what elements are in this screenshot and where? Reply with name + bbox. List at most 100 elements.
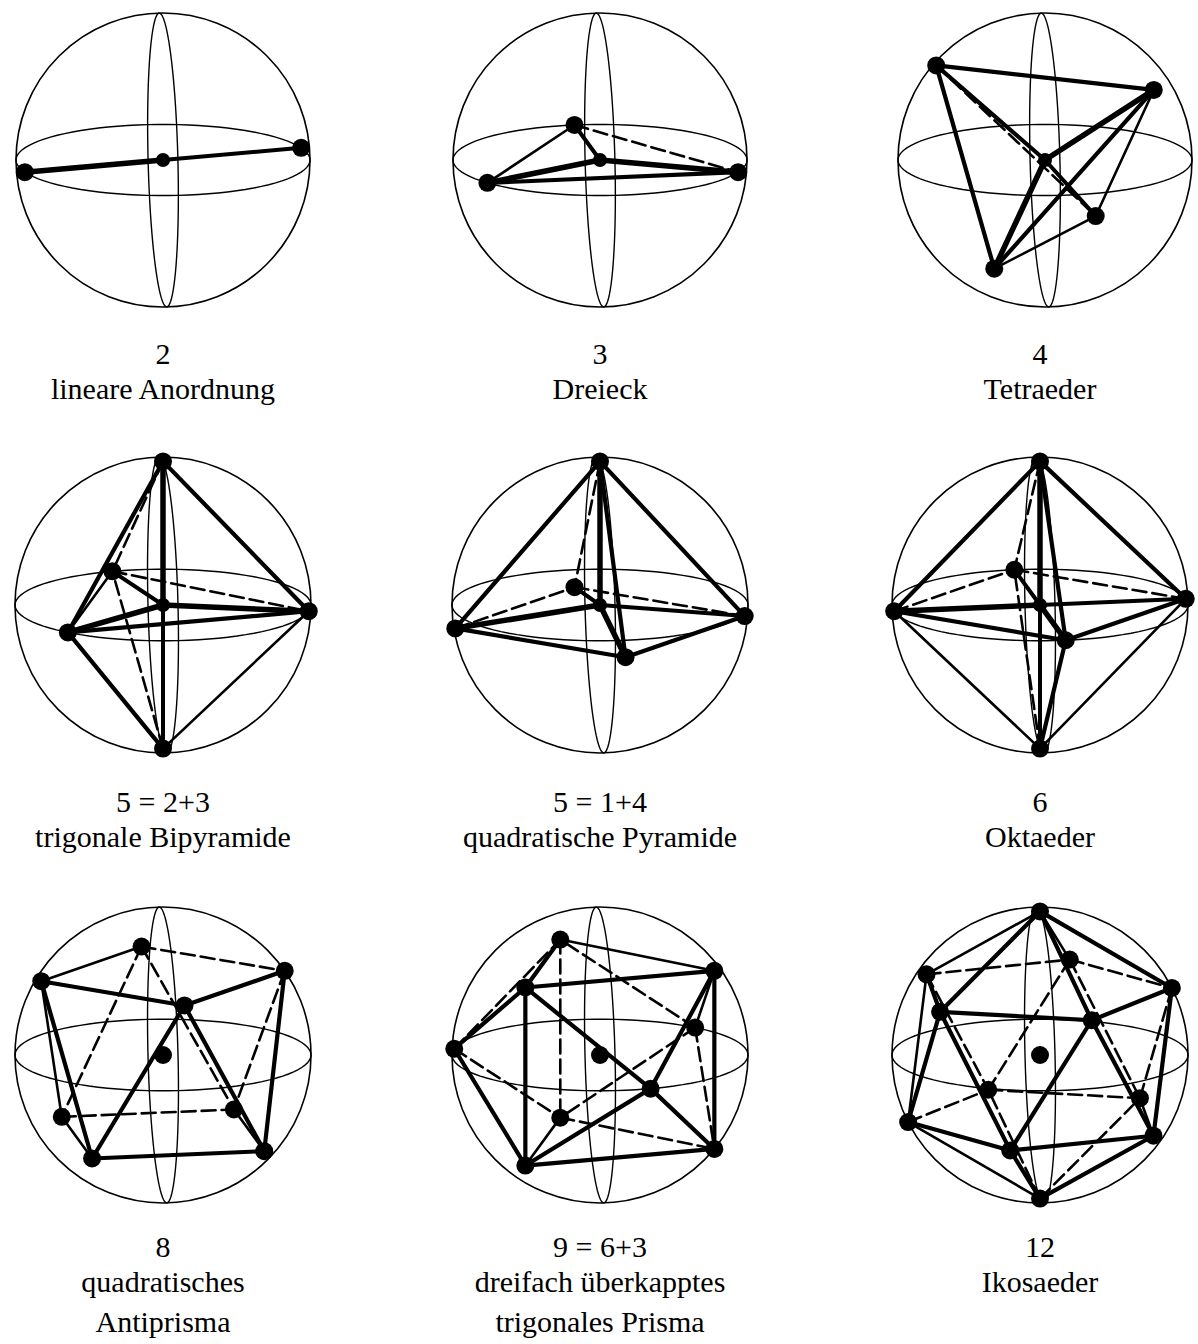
center-bond <box>994 160 1045 269</box>
polyhedron-edge <box>142 947 234 1110</box>
polyhedron-edge <box>1040 911 1092 1020</box>
polyhedron-edge <box>41 981 92 1158</box>
polyhedron-edge <box>163 461 309 611</box>
polyhedron-edge <box>1014 461 1040 569</box>
ligand-dot <box>516 978 534 996</box>
polyhedron-edge <box>455 461 600 628</box>
ligand-dot <box>927 56 945 74</box>
coordination-number: 5 = 2+3 <box>0 782 333 822</box>
ligand-dot <box>1031 902 1049 920</box>
central-atom <box>156 598 170 612</box>
polyhedron-edge <box>1092 988 1172 1020</box>
polyhedron-edge <box>988 960 1070 1090</box>
polyhedron-figure <box>453 13 747 307</box>
polyhedron-edge <box>112 571 308 611</box>
polyhedron-edge <box>1092 1020 1154 1135</box>
polyhedron-edge <box>574 125 738 172</box>
center-bond <box>894 605 1040 611</box>
polyhedron-edge <box>1040 1098 1140 1198</box>
ligand-dot <box>1031 452 1049 470</box>
ligand-dot <box>175 996 193 1014</box>
center-bond <box>936 65 1045 160</box>
polyhedron-figure <box>892 902 1188 1207</box>
polyhedron-figure <box>445 907 748 1203</box>
polyhedron-edge <box>908 1090 988 1122</box>
ligand-dot <box>83 1149 101 1167</box>
polyhedron-figure <box>898 13 1192 307</box>
polyhedron-edge <box>112 571 163 748</box>
polyhedron-edge <box>1014 570 1040 749</box>
polyhedron-figure <box>16 13 310 307</box>
polyhedron-edge <box>487 172 738 183</box>
polyhedron-edge <box>525 987 650 1088</box>
polyhedron-edge <box>908 974 926 1122</box>
center-bond <box>1038 605 1042 749</box>
polyhedron-edge <box>574 461 600 587</box>
sphere-outline <box>15 907 311 1203</box>
ligand-dot <box>446 619 464 637</box>
ligand-dot <box>931 1003 949 1021</box>
central-atom <box>593 153 607 167</box>
sphere-outline <box>892 907 1188 1203</box>
polyhedron-edge <box>600 461 745 616</box>
geometry-name: quadratisches Antiprisma <box>43 1262 283 1342</box>
ligand-dot <box>591 452 609 470</box>
ligand-dot <box>1163 979 1181 997</box>
polyhedron-edge <box>523 987 527 1165</box>
ligand-dot <box>551 1109 569 1127</box>
polyhedron-edge <box>651 1089 715 1149</box>
polyhedron-edge <box>62 1109 234 1116</box>
polyhedron-edge <box>454 1049 525 1166</box>
central-atom <box>156 153 170 167</box>
ligand-dot <box>255 1142 273 1160</box>
ligand-dot <box>516 1157 534 1175</box>
polyhedron-edge <box>1070 960 1172 988</box>
ligand-dot <box>225 1100 243 1118</box>
polyhedron-edge <box>908 1122 1010 1150</box>
ligand-dot <box>300 602 318 620</box>
meridian-ellipse <box>1025 907 1056 1203</box>
coordination-number: 4 <box>890 334 1190 374</box>
ligand-dot <box>292 139 310 157</box>
ligand-dot <box>979 1081 997 1099</box>
ligand-dot <box>736 607 754 625</box>
polyhedron-edge <box>41 981 184 1005</box>
ligand-dot <box>1005 561 1023 579</box>
sphere-outline <box>452 907 748 1203</box>
polyhedron-edge <box>454 940 560 1049</box>
polyhedron-edge <box>184 971 284 1006</box>
ligand-dot <box>918 965 936 983</box>
ligand-dot <box>1145 81 1163 99</box>
coordination-number: 9 = 6+3 <box>430 1227 770 1267</box>
ligand-dot <box>1057 631 1075 649</box>
center-bond <box>163 148 301 160</box>
polyhedron-edge <box>68 632 163 748</box>
coordination-number: 5 = 1+4 <box>410 782 790 822</box>
central-atom <box>1033 598 1047 612</box>
polyhedron-edge <box>908 1012 940 1122</box>
coordination-number: 12 <box>890 1227 1190 1267</box>
ligand-dot <box>729 163 747 181</box>
sphere-outline <box>16 13 310 307</box>
polyhedron-edge <box>559 940 562 1118</box>
polyhedron-edge <box>600 461 626 657</box>
sphere-outline <box>898 13 1192 307</box>
polyhedron-edge <box>454 987 525 1048</box>
sphere-outline <box>892 457 1188 753</box>
polyhedron-edge <box>92 1005 184 1158</box>
center-bond <box>25 160 163 172</box>
ligand-dot <box>133 938 151 956</box>
polyhedron-edge <box>264 971 284 1151</box>
sphere-outline <box>452 457 748 753</box>
polyhedron-edge <box>525 1089 650 1166</box>
ligand-dot <box>565 578 583 596</box>
polyhedron-edge <box>525 971 714 988</box>
ligand-dot <box>642 1080 660 1098</box>
geometry-name: Tetraeder <box>890 369 1190 409</box>
ligand-dot <box>1031 1190 1049 1208</box>
central-atom <box>591 1046 609 1064</box>
ligand-dot <box>445 1040 463 1058</box>
polyhedron-edge <box>1040 461 1186 598</box>
polyhedron-edge <box>1010 1136 1153 1151</box>
polyhedron-figure <box>885 452 1195 757</box>
